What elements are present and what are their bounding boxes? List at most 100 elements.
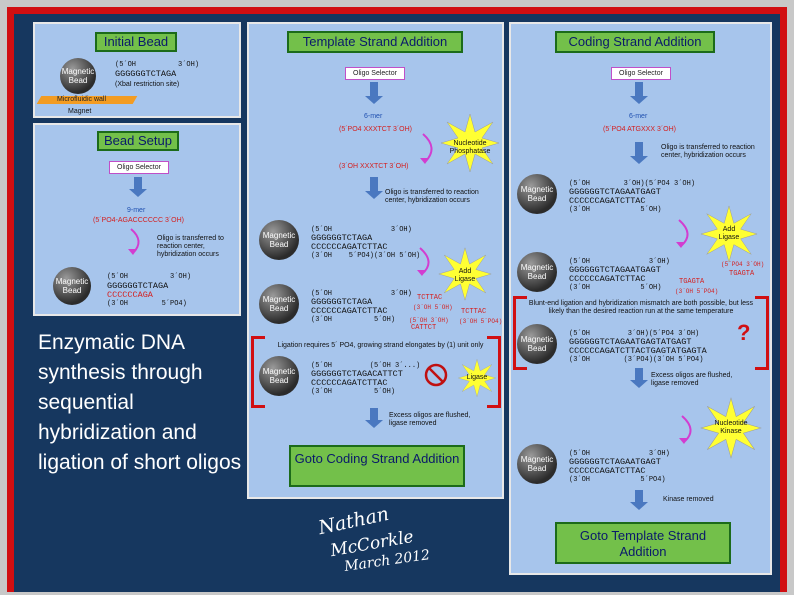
oligo-selector: Oligo Selector [611,67,671,80]
free-5: TCTTAC [461,308,487,316]
goto-coding-label: Goto Coding Strand Addition [294,451,460,466]
seq-1-3: CCCCCCAGATCTTAC [569,196,646,206]
free-3: (5´PO4 3´OH) [721,261,765,268]
goto-template-button[interactable]: Goto Template Strand Addition [555,522,731,564]
initial-bead-title: Initial Bead [95,32,177,52]
seq-3-1: (5´OH (5´OH 3´...) [311,362,421,370]
no-symbol [424,363,448,387]
seq-line-4: (3´OH 5´PO4) [107,300,187,308]
magnetic-bead: Magnetic Bead [259,284,299,324]
phosphatase-label: Nucleotide Phosphatase [449,140,491,155]
seq-2-1: (5´OH 3´OH) [311,290,412,298]
seq-3-3: CCCCCCAGATCTTACTGAGTATGAGTA [569,346,707,356]
free-6: (3´OH 5´PO4) [459,318,503,325]
kinase-removed-note: Kinase removed [663,496,714,503]
seq-3-4: (3´OH (3´PO4)(3´OH 5´PO4) [569,356,704,364]
right-bracket [487,336,501,408]
free-4: CATTCT [411,324,437,332]
question-mark: ? [737,320,751,345]
free-1: TCTTAC [417,294,443,302]
magnetic-bead: Magnetic Bead [517,174,557,214]
mer-label: 6-mer [364,113,383,120]
microfluidic-label: Microfluidic wall [57,96,107,103]
ligase-star-2 [457,358,497,398]
oligo-seq-2: (3´OH XXXTCT 3´OH) [339,163,409,170]
seq-1-2: GGGGGGTCTAGAATGAGT [569,187,661,197]
seq-3-1: (5´OH 3´OH)(5´PO4 3´OH) [569,330,700,338]
ligase-star [700,205,758,263]
magnetic-bead: Magnetic Bead [53,267,91,305]
ligase-star [438,246,492,302]
curve-arrow [420,133,433,164]
mismatch-note: Blunt-end ligation and hybridization mis… [528,300,754,315]
seq-4-2: GGGGGGTCTAGAATGAGT [569,457,661,467]
seq-2-2: GGGGGGTCTAGA [311,297,373,307]
transfer-note: Oligo is transferred to reaction center,… [385,189,479,204]
seq-3-4: (3´OH 5´OH) [311,388,396,396]
seq-2-4: (3´OH 5´OH) [569,284,662,292]
free-2: (3´OH 5´OH) [413,304,453,311]
oligo-selector: Oligo Selector [345,67,405,80]
bead-setup-title: Bead Setup [97,131,179,151]
seq-4-1: (5´OH 3´OH) [569,450,670,458]
seq-2-2: GGGGGGTCTAGAATGAGT [569,265,661,275]
seq-2-4: (3´OH 5´OH) [311,316,396,324]
oligo-selector: Oligo Selector [109,161,169,174]
template-title: Template Strand Addition [287,31,463,53]
ligation-requirement: Ligation requires 5´ PO4, growing strand… [277,342,484,349]
free-1: TGAGTA [679,278,705,286]
initial-bead-panel: Initial Bead Magnetic Bead (5´OH 3´OH) G… [33,22,241,118]
mer-label: 9-mer [127,207,146,214]
mer-label: 6-mer [629,113,648,120]
template-panel: Template Strand Addition Oligo Selector … [247,22,504,499]
magnetic-bead: Magnetic Bead [517,444,557,484]
magnetic-bead: Magnetic Bead [517,252,557,292]
main-description: Enzymatic DNA synthesis through sequenti… [38,331,242,474]
kinase-label: Nucleotide Kinase [714,420,748,435]
free-4: TGAGTA [729,270,755,278]
seq-1-1: (5´OH 3´OH) [311,226,412,234]
curve-arrow [676,219,689,248]
oligo-seq: (5´PO4-AGACCCCCC 3´OH) [93,217,185,224]
right-bracket [755,296,769,370]
oligo-seq: (5´PO4 ATGXXX 3´OH) [603,126,676,133]
curve-arrow [679,415,692,444]
kinase-star [700,397,762,459]
seq-1-1: (5´OH 3´OH)(5´PO4 3´OH) [569,180,696,188]
oligo-seq-1: (5´PO4 XXXTCT 3´OH) [339,126,412,133]
seq-2-3: CCCCCCAGATCTTAC [569,274,646,284]
ligase-label-2: Ligase [466,374,488,381]
left-bracket [251,336,265,408]
coding-panel: Coding Strand Addition Oligo Selector 6-… [509,22,772,575]
curve-arrow [417,247,430,276]
magnet-label: Magnet [68,108,92,115]
seq-1-2: GGGGGGTCTAGA [311,233,373,243]
goto-template-label: Goto Template Strand Addition [579,528,707,559]
seq-line-1: (5´OH 3´OH) [107,273,192,281]
seq-line-3: CCCCCCAGA [107,290,153,300]
excess-note: Excess oligos are flushed, ligase remove… [389,412,471,427]
seq-4-4: (3´OH 5´PO4) [569,476,666,484]
seq-3-3: CCCCCCAGATCTTAC [311,378,388,388]
ligase-label: Add Ligase [454,268,476,283]
curve-arrow [128,228,140,255]
transfer-note: Oligo is transferred to reaction center,… [157,235,224,258]
seq-2-1: (5´OH 3´OH) [569,258,670,266]
seq-label: (5´OH 3´OH) [115,61,200,69]
seq-line-2: GGGGGGTCTAGA [107,281,169,291]
seq-2-3: CCCCCCAGATCTTAC [311,306,388,316]
left-bracket [513,296,527,370]
seq-1-3: CCCCCCAGATCTTAC [311,242,388,252]
magnetic-bead: Magnetic Bead [517,324,557,364]
phosphatase-star [440,113,500,173]
ligase-label: Add Ligase [718,226,740,241]
xba-label: (XbaI restriction site) [115,81,180,88]
magnetic-bead: Magnetic Bead [259,220,299,260]
magnetic-bead: Magnetic Bead [259,356,299,396]
seq-3-2: GGGGGGTCTAGAATGAGTATGAGT [569,337,692,347]
seq-3-2: GGGGGGTCTAGACATTCT [311,369,403,379]
seq-1-4: (3´OH 5´PO4)(3´OH 5´OH) [311,252,421,260]
coding-title: Coding Strand Addition [555,31,715,53]
magnetic-bead: Magnetic Bead [60,58,96,94]
goto-coding-button[interactable]: Goto Coding Strand Addition [289,445,465,487]
